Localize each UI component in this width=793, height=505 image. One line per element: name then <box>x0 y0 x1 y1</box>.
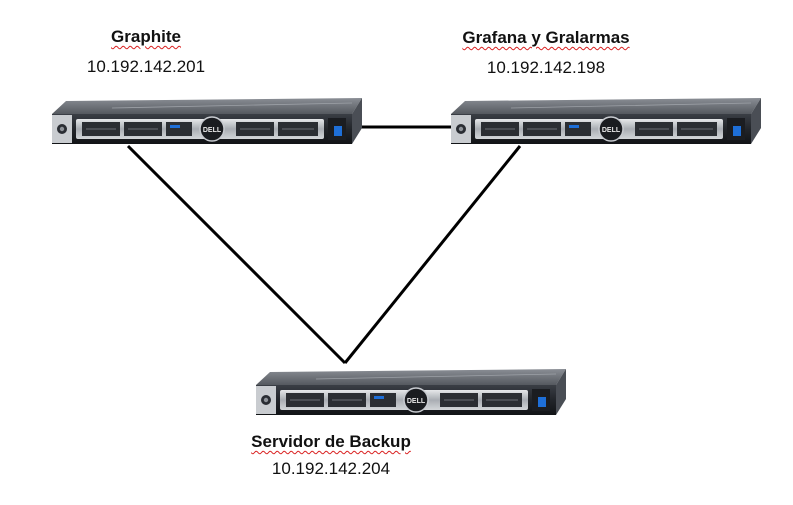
server-grafana <box>451 98 761 145</box>
link-grafana-backup <box>343 145 522 364</box>
graphite-ip: 10.192.142.201 <box>86 57 206 76</box>
server-graphite <box>52 98 362 145</box>
backup-ip: 10.192.142.204 <box>271 459 391 478</box>
grafana-ip: 10.192.142.198 <box>486 58 606 77</box>
backup-name: Servidor de Backup <box>251 432 411 451</box>
grafana-name: Grafana y Gralarmas <box>462 28 630 47</box>
graphite-name: Graphite <box>111 27 181 46</box>
link-graphite-backup <box>126 144 347 365</box>
server-backup <box>256 369 566 416</box>
